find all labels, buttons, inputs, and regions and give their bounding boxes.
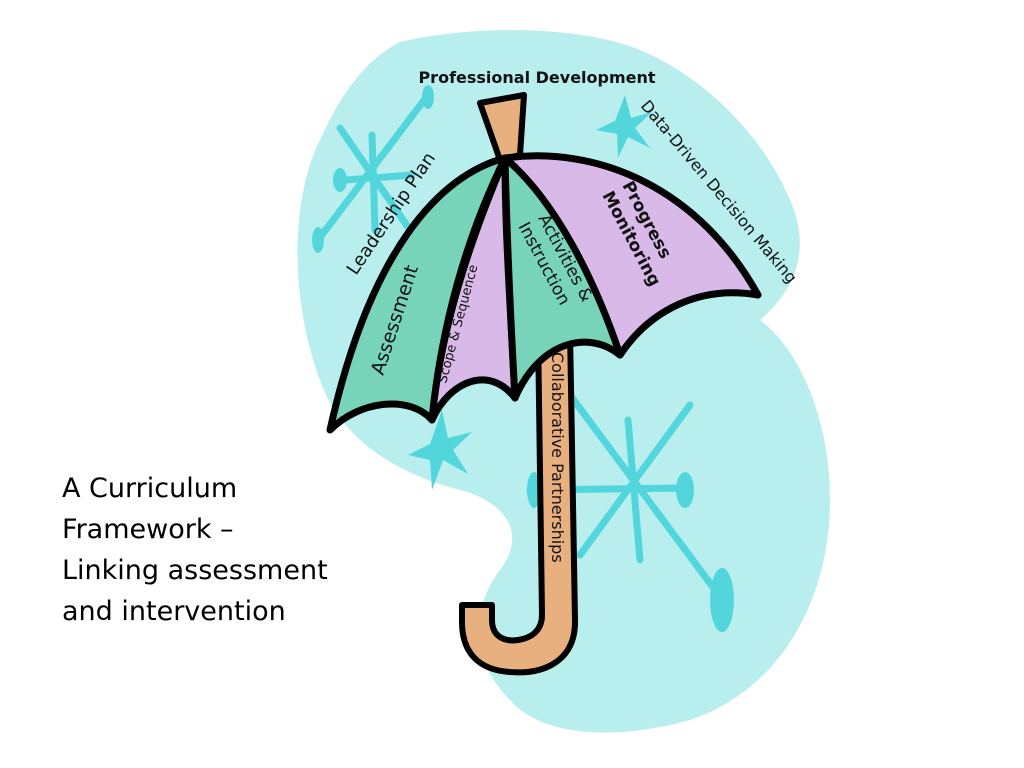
- caption-line-4: and intervention: [62, 596, 286, 627]
- slide-caption: A Curriculum Framework – Linking assessm…: [62, 468, 362, 632]
- caption-line-3: Linking assessment: [62, 555, 328, 586]
- label-collaborative-partnerships: Collaborative Partnerships: [548, 352, 567, 563]
- caption-line-1: A Curriculum: [62, 473, 238, 504]
- snowflake-icon: [312, 85, 434, 253]
- umbrella-handle: [459, 327, 579, 676]
- snowflake-icon: [526, 391, 734, 632]
- caption-line-2: Framework –: [62, 514, 234, 545]
- sparkle-star-icon: [408, 410, 472, 490]
- panel-progress-monitoring: [501, 152, 762, 359]
- label-professional-development: Professional Development: [418, 68, 655, 87]
- sparkle-star-icon: [596, 95, 652, 158]
